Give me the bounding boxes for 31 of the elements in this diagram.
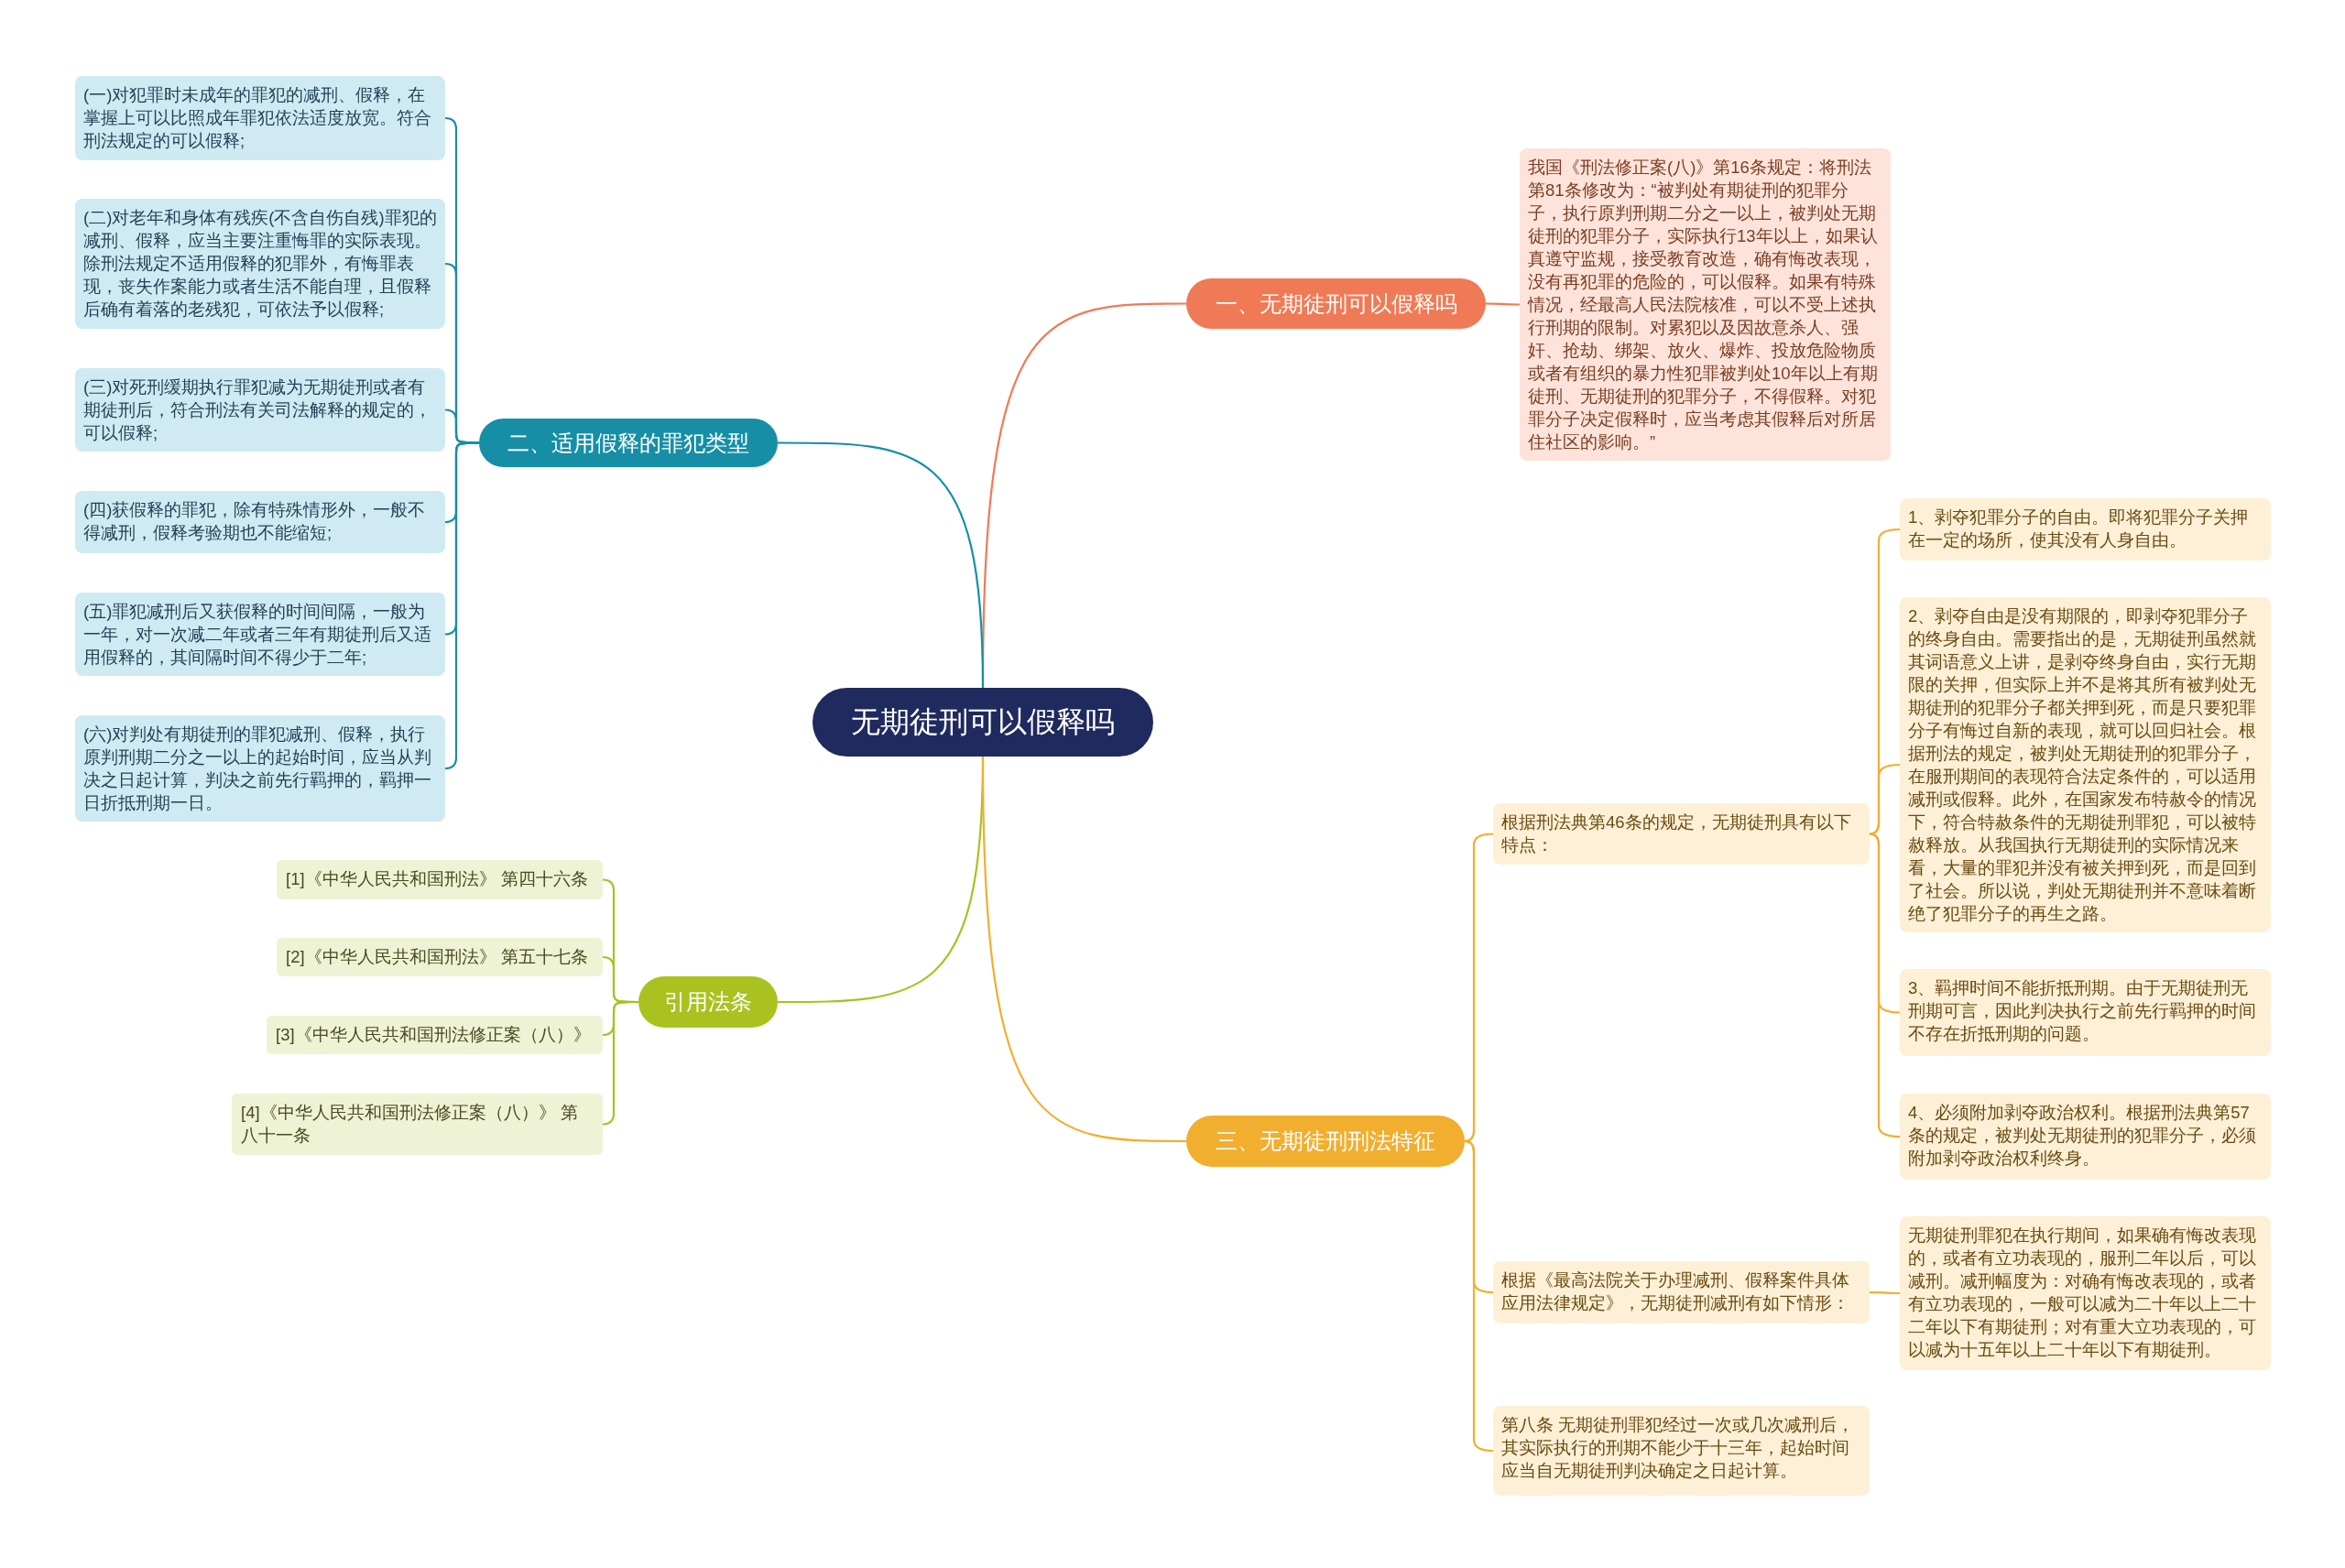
reference-box: [1]《中华人民共和国刑法》 第四十六条 [277,860,603,899]
topic-pill: 一、无期徒刑可以假释吗 [1186,278,1486,329]
note-box: 2、剥夺自由是没有期限的，即剥夺犯罪分子的终身自由。需要指出的是，无期徒刑虽然就其词语意义上讲，是剥夺终身自由，实行无期限的关押，但实际上并不是将其所有被判处无期徒刑的犯罪分子都关押到死，而是只要犯罪分子有悔过自新的表现，就可以回归社会。根据刑法的规定，被判处无期徒刑的犯罪分子，在服刑期间的表现符合法定条件的，可以适用减刑或假释。此外，在国家发布特赦令的情况下，符合特赦条件的无期徒刑罪犯，可以被特赦释放。从我国执行无期徒刑的实际情况来看，大量的罪犯并没有被关押到死，而是回到了社会。所以说，判处无期徒刑并不意味着断绝了犯罪分子的再生之路。 [1900,597,2271,932]
note-box: 1、剥夺犯罪分子的自由。即将犯罪分子关押在一定的场所，使其没有人身自由。 [1900,498,2271,561]
note-box: 根据《最高法院关于办理减刑、假释案件具体应用法律规定》，无期徒刑减刑有如下情形： [1493,1261,1870,1323]
note-box: (五)罪犯减刑后又获假释的时间间隔，一般为一年，对一次减二年或者三年有期徒刑后又适用假释的，其间隔时间不得少于二年; [75,593,445,676]
topic-pill: 三、无期徒刑刑法特征 [1186,1116,1465,1167]
note-box: (四)获假释的罪犯，除有特殊情形外，一般不得减刑，假释考验期也不能缩短; [75,491,445,553]
connector-line [1486,302,1520,306]
note-box: (一)对犯罪时未成年的罪犯的减刑、假释，在掌握上可以比照成年罪犯依法适度放宽。符合刑法规定的可以假释; [75,76,445,160]
note-box: 3、羁押时间不能折抵刑期。由于无期徒刑无刑期可言，因此判决执行之前先行羁押的时间不存在折抵刑期的问题。 [1900,969,2271,1056]
reference-box: [2]《中华人民共和国刑法》 第五十七条 [277,938,603,976]
connector-line [778,441,985,689]
note-box: (六)对判处有期徒刑的罪犯减刑、假释，执行原判刑期二分之一以上的起始时间，应当从判决之日起计算，判决之前先行羁押的，羁押一日折抵刑期一日。 [75,715,445,822]
connector-line [981,757,1186,1143]
note-box: 4、必须附加剥夺政治权利。根据刑法典第57条的规定，被判处无期徒刑的犯罪分子，必须附加剥夺政治权利终身。 [1900,1094,2271,1180]
topic-pill: 引用法条 [638,976,778,1028]
connector-line [602,1000,638,1126]
note-box: (二)对老年和身体有残疾(不含自伤自残)罪犯的减刑、假释，应当主要注重悔罪的实际表现。除刑法规定不适用假释的犯罪外，有悔罪表现，丧失作案能力或者生活不能自理，且假释后确有着落的老残犯，可依法予以假释; [75,199,445,329]
reference-box: [4]《中华人民共和国刑法修正案（八）》 第八十一条 [232,1094,603,1155]
central-topic: 无期徒刑可以假释吗 [813,688,1153,757]
topic-pill: 二、适用假释的罪犯类型 [479,419,778,467]
note-box: 根据刑法典第46条的规定，无期徒刑具有以下特点： [1493,803,1870,865]
reference-box: [3]《中华人民共和国刑法修正案（八）》 [267,1016,603,1054]
note-box: 无期徒刑罪犯在执行期间，如果确有悔改表现的，或者有立功表现的，服刑二年以后，可以减刑。减刑幅度为：对确有悔改表现的，或者有立功表现的，一般可以减为二十年以上二十二年以下有期徒刑；对有重大立功表现的，可以减为十五年以上二十年以下有期徒刑。 [1900,1216,2271,1370]
note-box: 第八条 无期徒刑罪犯经过一次或几次减刑后，其实际执行的刑期不能少于十三年，起始时间应当自无期徒刑判决确定之日起计算。 [1493,1406,1870,1496]
connector-line [444,441,479,770]
note-box: (三)对死刑缓期执行罪犯减为无期徒刑或者有期徒刑后，符合刑法有关司法解释的规定的，可以假释; [75,368,445,452]
note-box: 我国《刑法修正案(八)》第16条规定：将刑法第81条修改为：“被判处有期徒刑的犯罪分子，执行原判刑期二分之一以上，被判处无期徒刑的犯罪分子，实际执行13年以上，如果认真遵守监规，接受教育改造，确有悔改表现，没有再犯罪的危险的，可以假释。如果有特殊情况，经最高人民法院核准，可以不受上述执行刑期的限制。对累犯以及因故意杀人、强奸、抢劫、绑架、放火、爆炸、投放危险物质或者有组织的暴力性犯罪被判处10年以上有期徒刑、无期徒刑的犯罪分子，不得假释。对犯罪分子决定假释时，应当考虑其假释后对所居住社区的影响。” [1520,148,1891,461]
connector-line [1870,1290,1900,1295]
connector-line [1869,763,1901,835]
